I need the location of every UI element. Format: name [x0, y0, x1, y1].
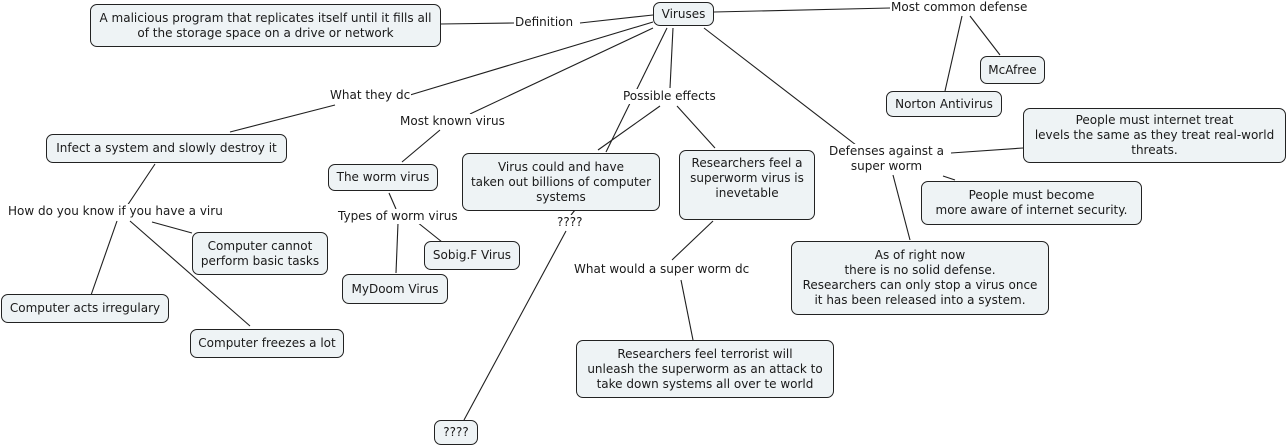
link-line	[151, 221, 193, 234]
link-label-most-known-virus: Most known virus	[399, 114, 506, 129]
link-line	[129, 220, 251, 327]
link-line	[669, 27, 674, 89]
link-label-types-of-worm: Types of worm virus	[337, 209, 459, 224]
link-line	[401, 129, 441, 163]
defense-node-aware[interactable]: People must become more aware of interne…	[921, 181, 1142, 225]
link-label-how-know: How do you know if you have a viru	[7, 204, 224, 219]
definition-node[interactable]: A malicious program that replicates itse…	[90, 4, 441, 47]
defense-node-norton[interactable]: Norton Antivirus	[886, 91, 1002, 117]
link-line	[388, 192, 397, 210]
worm-type-node-mydoom[interactable]: MyDoom Virus	[342, 274, 448, 304]
worm-virus-node[interactable]: The worm virus	[328, 164, 438, 191]
link-line	[597, 105, 661, 151]
link-line	[579, 14, 654, 24]
link-line	[969, 15, 1001, 56]
link-line	[439, 22, 515, 25]
symptom-node-irregular[interactable]: Computer acts irregulary	[1, 294, 169, 323]
link-line	[942, 175, 956, 181]
symptom-node-cannot-perform[interactable]: Computer cannot perform basic tasks	[192, 232, 328, 275]
link-label-what-would-super-worm-do: What would a super worm dc	[573, 262, 751, 277]
symptom-node-freezes[interactable]: Computer freezes a lot	[190, 329, 344, 358]
defense-node-treat-threats[interactable]: People must internet treat levels the sa…	[1023, 108, 1286, 163]
worm-type-node-sobig[interactable]: Sobig.F Virus	[424, 241, 520, 270]
root-node-viruses[interactable]: Viruses	[653, 2, 714, 26]
link-line	[395, 222, 399, 274]
unknown-node[interactable]: ????	[434, 420, 478, 445]
link-label-unknown: ????	[556, 215, 584, 230]
link-line	[416, 221, 443, 243]
effect-node-superworm[interactable]: Researchers feel a superworm virus is in…	[679, 150, 815, 220]
link-line	[950, 147, 1024, 154]
link-label-what-they-do: What they dc	[329, 88, 412, 103]
defense-node-no-solid-defense[interactable]: As of right now there is no solid defens…	[791, 241, 1049, 315]
link-line	[676, 105, 716, 149]
link-line	[89, 220, 118, 299]
link-line	[126, 163, 156, 207]
what-they-do-node[interactable]: Infect a system and slowly destroy it	[46, 134, 287, 163]
link-line	[713, 7, 891, 13]
link-line	[463, 230, 567, 421]
terrorist-node[interactable]: Researchers feel terrorist will unleash …	[576, 340, 834, 398]
link-line	[680, 279, 694, 341]
link-line	[703, 27, 857, 146]
link-line	[469, 27, 654, 115]
link-line	[892, 174, 911, 241]
link-label-defenses-against-super-worm: Defenses against a super worm	[828, 144, 945, 174]
link-line	[229, 104, 336, 133]
link-label-most-common-defense: Most common defense	[890, 0, 1029, 15]
defense-node-mcafree[interactable]: McAfree	[980, 56, 1045, 84]
link-line	[409, 21, 654, 96]
link-line	[944, 15, 963, 92]
link-label-possible-effects: Possible effects	[622, 89, 717, 104]
effect-node-billions[interactable]: Virus could and have taken out billions …	[462, 153, 660, 211]
link-label-definition: Definition	[514, 15, 575, 30]
link-line	[671, 220, 714, 261]
